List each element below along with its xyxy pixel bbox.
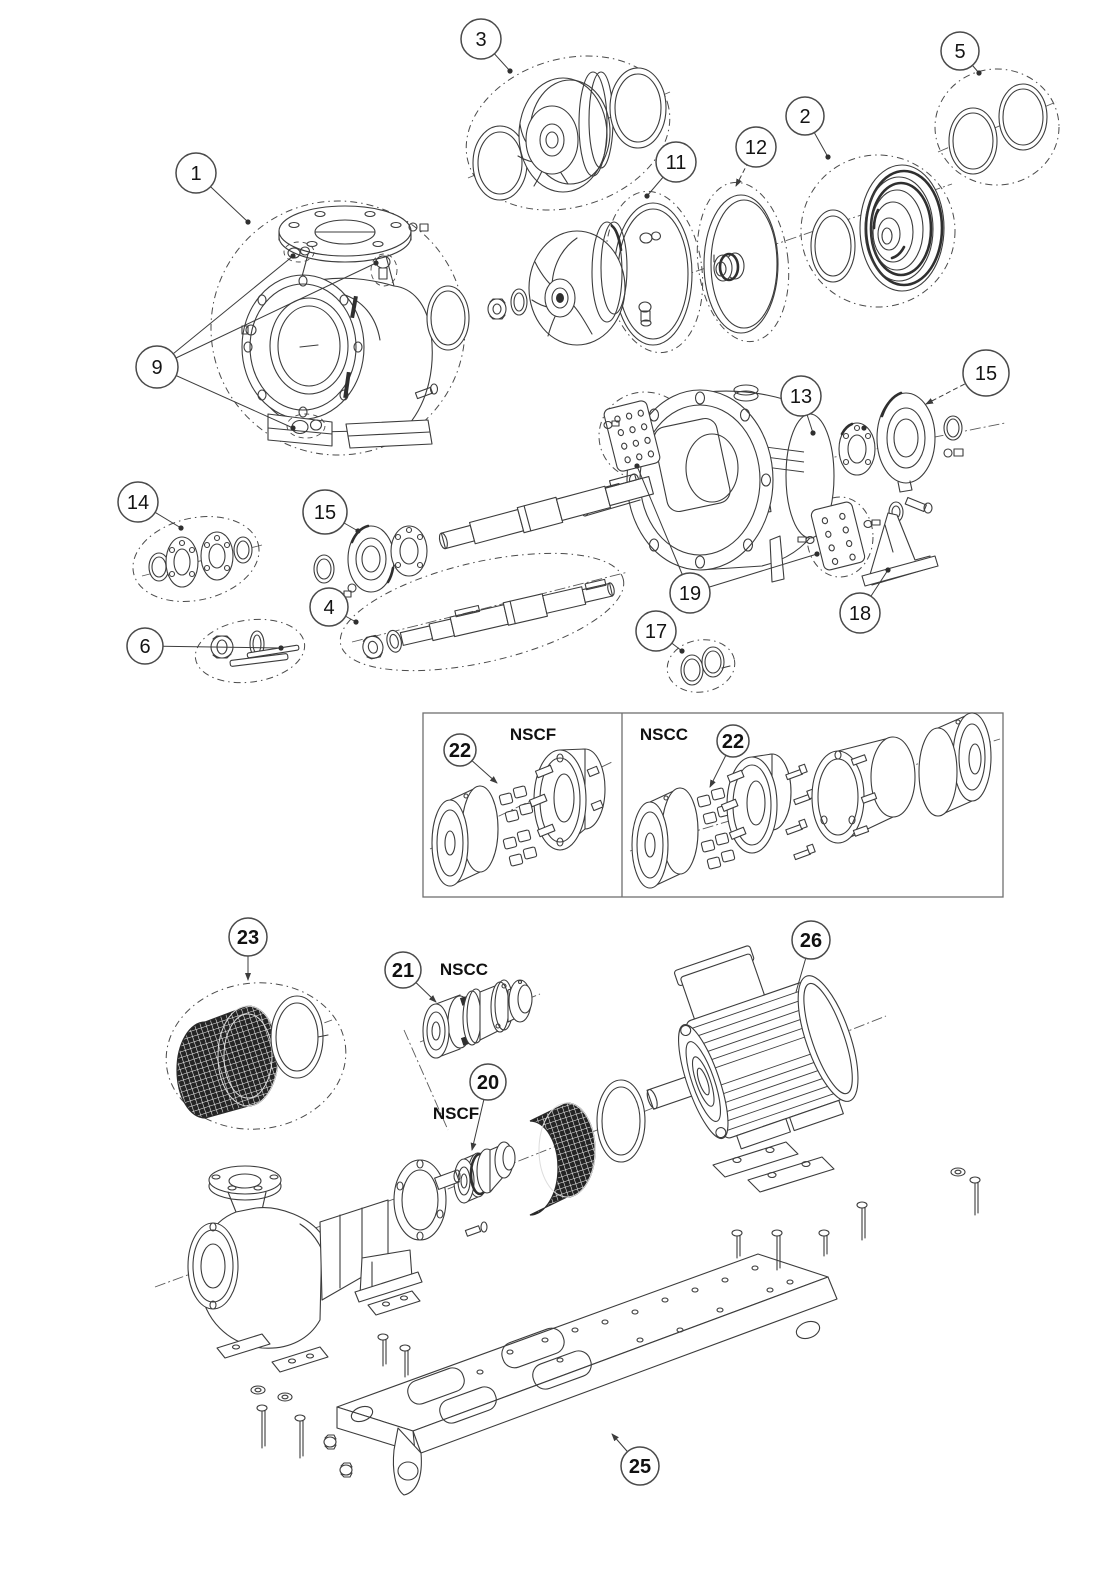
label-nscc-box: NSCC xyxy=(640,725,688,744)
callout-13: 13 xyxy=(780,375,822,417)
coupling-nscc-drawing xyxy=(631,712,992,889)
callout-21: 21 xyxy=(384,951,422,989)
pump-shaft-drawing xyxy=(362,578,615,660)
coupling-options-box xyxy=(422,712,1004,898)
label-nscf-box: NSCF xyxy=(510,725,556,744)
svg-text:25: 25 xyxy=(629,1456,651,1478)
callout-25: 25 xyxy=(620,1446,660,1486)
volute-casing-drawing xyxy=(241,205,470,449)
svg-text:18: 18 xyxy=(849,603,871,625)
foundation-bolts xyxy=(731,1167,981,1271)
coupling-nscf-drawing xyxy=(431,748,606,887)
svg-text:9: 9 xyxy=(151,357,162,379)
svg-text:21: 21 xyxy=(392,960,414,982)
label-nscf-compact: NSCF xyxy=(433,1104,479,1123)
callout-3: 3 xyxy=(460,18,502,60)
svg-text:4: 4 xyxy=(323,597,334,619)
callout-2: 2 xyxy=(785,96,825,136)
svg-text:14: 14 xyxy=(127,492,149,514)
gasket-plates-drawing xyxy=(603,400,881,571)
svg-text:5: 5 xyxy=(954,41,965,63)
callout-23: 23 xyxy=(228,917,268,957)
svg-text:12: 12 xyxy=(745,137,767,159)
baseplate-drawing xyxy=(336,1167,981,1496)
guard-mesh-drawing xyxy=(529,1079,646,1216)
svg-text:2: 2 xyxy=(799,106,810,128)
upper-shaft-drawing xyxy=(438,473,654,550)
callout-19: 19 xyxy=(669,572,711,614)
seal-housing-disc-drawing xyxy=(703,194,779,334)
bearing-cover-right-drawing xyxy=(838,391,964,493)
callout-18: 18 xyxy=(839,592,881,634)
callout-15-right: 15 xyxy=(962,349,1010,397)
assembled-coupling-drawing xyxy=(422,979,533,1059)
bearing-set-drawing xyxy=(148,531,253,588)
svg-text:22: 22 xyxy=(722,731,744,753)
callout-balloons: 1 9 3 5 2 12 11 13 15 14 15 4 6 17 19 18… xyxy=(117,18,1010,1486)
seal-cover-plate-drawing xyxy=(613,202,693,346)
callout-14: 14 xyxy=(117,481,159,523)
svg-text:15: 15 xyxy=(314,502,336,524)
callout-22-nscf: 22 xyxy=(443,733,477,767)
callout-26: 26 xyxy=(791,920,831,960)
coupling-guard-drawing xyxy=(176,995,329,1119)
pump-assembly-drawing xyxy=(187,1159,488,1478)
svg-text:1: 1 xyxy=(190,163,201,185)
coupling-position-line xyxy=(403,1029,449,1131)
bearing-cover-left-drawing xyxy=(313,524,428,598)
svg-text:15: 15 xyxy=(975,363,997,385)
callout-22-nscc: 22 xyxy=(716,724,750,758)
svg-text:11: 11 xyxy=(666,152,687,174)
callout-15-left: 15 xyxy=(302,489,348,535)
svg-text:3: 3 xyxy=(475,29,486,51)
svg-text:26: 26 xyxy=(800,930,822,952)
svg-text:6: 6 xyxy=(139,636,150,658)
callout-6: 6 xyxy=(126,627,164,665)
callout-20: 20 xyxy=(469,1063,507,1101)
svg-text:13: 13 xyxy=(790,386,812,408)
nut-washer-keys-drawing xyxy=(210,630,300,667)
bearing-housing-drawing xyxy=(580,384,835,583)
support-bracket-drawing xyxy=(861,496,939,587)
callout-5: 5 xyxy=(940,31,980,71)
callout-9: 9 xyxy=(135,345,179,389)
callout-1: 1 xyxy=(175,152,217,194)
compact-coupling-drawing xyxy=(453,1141,516,1204)
callout-11: 11 xyxy=(655,141,697,183)
impeller-wear-rings-drawing xyxy=(472,67,667,201)
shaft-nut-washer-drawing xyxy=(487,288,528,320)
callout-17: 17 xyxy=(635,610,677,652)
callout-4: 4 xyxy=(309,587,349,627)
text-labels: NSCF NSCC NSCC NSCF xyxy=(433,725,688,1123)
open-impeller-drawing xyxy=(528,221,628,346)
label-nscc-assembled: NSCC xyxy=(440,960,488,979)
closed-impeller-drawing xyxy=(810,164,945,292)
wear-ring-pair-drawing xyxy=(948,83,1048,175)
electric-motor-drawing xyxy=(646,945,859,1193)
svg-text:22: 22 xyxy=(449,740,471,762)
svg-text:17: 17 xyxy=(645,621,667,643)
ring-pair-drawing xyxy=(680,646,731,686)
svg-text:23: 23 xyxy=(237,927,259,949)
svg-text:19: 19 xyxy=(679,583,701,605)
callout-12: 12 xyxy=(735,126,777,168)
svg-text:20: 20 xyxy=(477,1072,499,1094)
